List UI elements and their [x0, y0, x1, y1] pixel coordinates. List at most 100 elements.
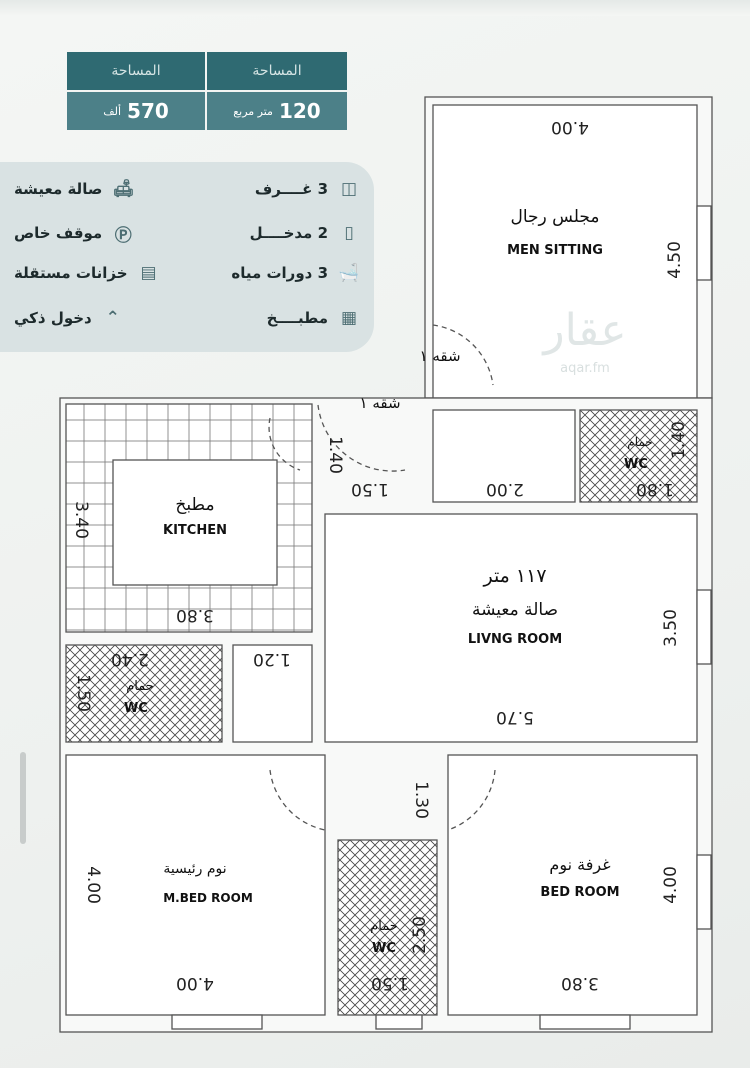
feature-text: دخول ذكي	[14, 309, 92, 327]
feature-living: 🛋 صالة معيشة	[14, 178, 134, 200]
chevron-up-icon: ⌃	[105, 308, 120, 328]
dim-bedroom-height: 4.00	[661, 866, 681, 904]
dim-wc-top-width: 1.80	[636, 479, 674, 499]
dim-corridor-height: 1.30	[411, 781, 431, 819]
door-swing-1	[432, 324, 494, 386]
price-label-card: المساحة	[67, 52, 205, 90]
cabinet-icon: ▤	[140, 263, 157, 283]
living-label-ar: صالة معيشة	[472, 600, 558, 620]
small-room	[232, 644, 313, 743]
dim-men-sitting-width: 4.00	[551, 117, 589, 137]
feature-kitchen: ▦ مطبــــخ	[267, 307, 360, 329]
living-room	[324, 513, 698, 743]
watermark-logo: عقار	[541, 305, 626, 356]
dim-kitchen-width: 3.80	[176, 605, 214, 625]
living-label-en: LIVNG ROOM	[468, 632, 562, 647]
apartment-door-label-1: شقه ١	[419, 347, 460, 365]
dim-master-bed-height: 4.00	[83, 866, 103, 904]
feature-smart-entry: ⌃ دخول ذكي	[14, 307, 124, 329]
dim-wc-center-width: 1.50	[371, 973, 409, 993]
door-icon: ▯	[344, 223, 354, 243]
feature-text: موقف خاص	[14, 224, 103, 242]
dim-bedroom-width: 3.80	[561, 973, 599, 993]
kitchen-room	[112, 459, 278, 586]
feature-entrances: ▯ 2 مدخــــل	[250, 222, 360, 244]
parking-icon: Ⓟ	[114, 225, 132, 246]
feature-parking: Ⓟ موقف خاص	[14, 222, 134, 246]
window	[696, 589, 712, 665]
feature-text: مطبــــخ	[266, 309, 328, 327]
men-sitting-label-ar: مجلس رجال	[510, 207, 599, 227]
price-value-card: 570 ألف	[67, 92, 205, 130]
price-label: المساحة	[111, 63, 161, 79]
dim-living-width: 5.70	[496, 707, 534, 727]
wc-left-label-ar: حمام	[126, 679, 154, 694]
dim-wc-left-width: 2.40	[111, 649, 149, 669]
dim-entry-width: 1.50	[351, 479, 389, 499]
price-unit: ألف	[103, 104, 122, 118]
dim-wc-left-height: 1.50	[73, 674, 93, 712]
men-sitting-label-en: MEN SITTING	[507, 243, 603, 258]
feature-cabinets: ▤ خزانات مستقلة	[14, 262, 160, 284]
area-value-card: 120 متر مربع	[207, 92, 347, 130]
window	[375, 1014, 423, 1030]
dim-wc-center-height: 2.50	[410, 916, 430, 954]
bathtub-icon: 🛁	[338, 263, 360, 283]
door-swing-bed	[447, 769, 496, 831]
bedroom-label-en: BED ROOM	[540, 885, 619, 900]
wc-left-room	[65, 644, 223, 743]
wc-center-label-en: WC	[372, 941, 396, 956]
window	[539, 1014, 631, 1030]
features-panel: ◫ 3 غــــرف 🛋 صالة معيشة ▯ 2 مدخــــل Ⓟ موقف…	[0, 162, 374, 352]
living-area-label: ١١٧ متر	[482, 565, 546, 587]
dim-store-width: 1.20	[253, 649, 291, 669]
feature-text: صالة معيشة	[14, 180, 103, 198]
wc-left-label-en: WC	[124, 701, 148, 716]
dim-entry-height: 1.40	[325, 436, 345, 474]
bedroom-label-ar: غرفة نوم	[549, 855, 610, 875]
kitchen-label-en: KITCHEN	[163, 523, 227, 538]
kitchen-label-ar: مطبخ	[175, 495, 214, 515]
dim-master-bed-width: 4.00	[176, 973, 214, 993]
feature-bathrooms: 🛁 3 دورات مياه	[231, 262, 360, 284]
top-band	[0, 0, 750, 16]
watermark-url: aqar.fm	[560, 361, 610, 376]
wc-top-label-ar: حمام	[627, 435, 652, 449]
master-bed-label-ar: نوم رئيسية	[163, 861, 226, 877]
feature-rooms: ◫ 3 غــــرف	[255, 178, 360, 200]
feature-text: خزانات مستقلة	[14, 264, 128, 282]
men-sitting-room	[432, 104, 698, 399]
area-label-card: المساحة	[207, 52, 347, 90]
bedroom	[447, 754, 698, 1016]
scrollbar[interactable]	[20, 752, 26, 844]
feature-text: 2 مدخــــل	[249, 224, 328, 242]
dim-men-sitting-height: 4.50	[665, 241, 685, 279]
master-bed-label-en: M.BED ROOM	[163, 891, 253, 905]
wc-center-room	[337, 839, 438, 1016]
wc-center-label-ar: حمام	[370, 919, 398, 934]
wc-top-label-en: WC	[624, 457, 648, 472]
door-swing-mbed	[269, 769, 326, 831]
dim-kitchen-height: 3.40	[71, 501, 91, 539]
door-swing-kitchen	[268, 417, 301, 471]
store-room	[432, 409, 576, 503]
dim-living-height: 3.50	[661, 609, 681, 647]
area-unit: متر مربع	[233, 104, 273, 118]
sofa-lamp-icon: 🛋	[112, 179, 135, 199]
feature-text: 3 دورات مياه	[231, 264, 328, 282]
area-value: 120	[278, 99, 321, 123]
window	[696, 854, 712, 930]
room-icon: ◫	[340, 179, 358, 199]
area-label: المساحة	[252, 63, 302, 79]
feature-text: 3 غــــرف	[254, 180, 328, 198]
dim-wc-top-height: 1.40	[669, 421, 689, 459]
dim-hall-width: 2.00	[486, 479, 524, 499]
window	[696, 205, 712, 281]
price-value: 570	[127, 99, 169, 123]
wc-top-room	[579, 409, 698, 503]
apartment-door-label-2: شقه ١	[359, 394, 400, 412]
window	[171, 1014, 263, 1030]
kitchen-icon: ▦	[340, 308, 358, 328]
